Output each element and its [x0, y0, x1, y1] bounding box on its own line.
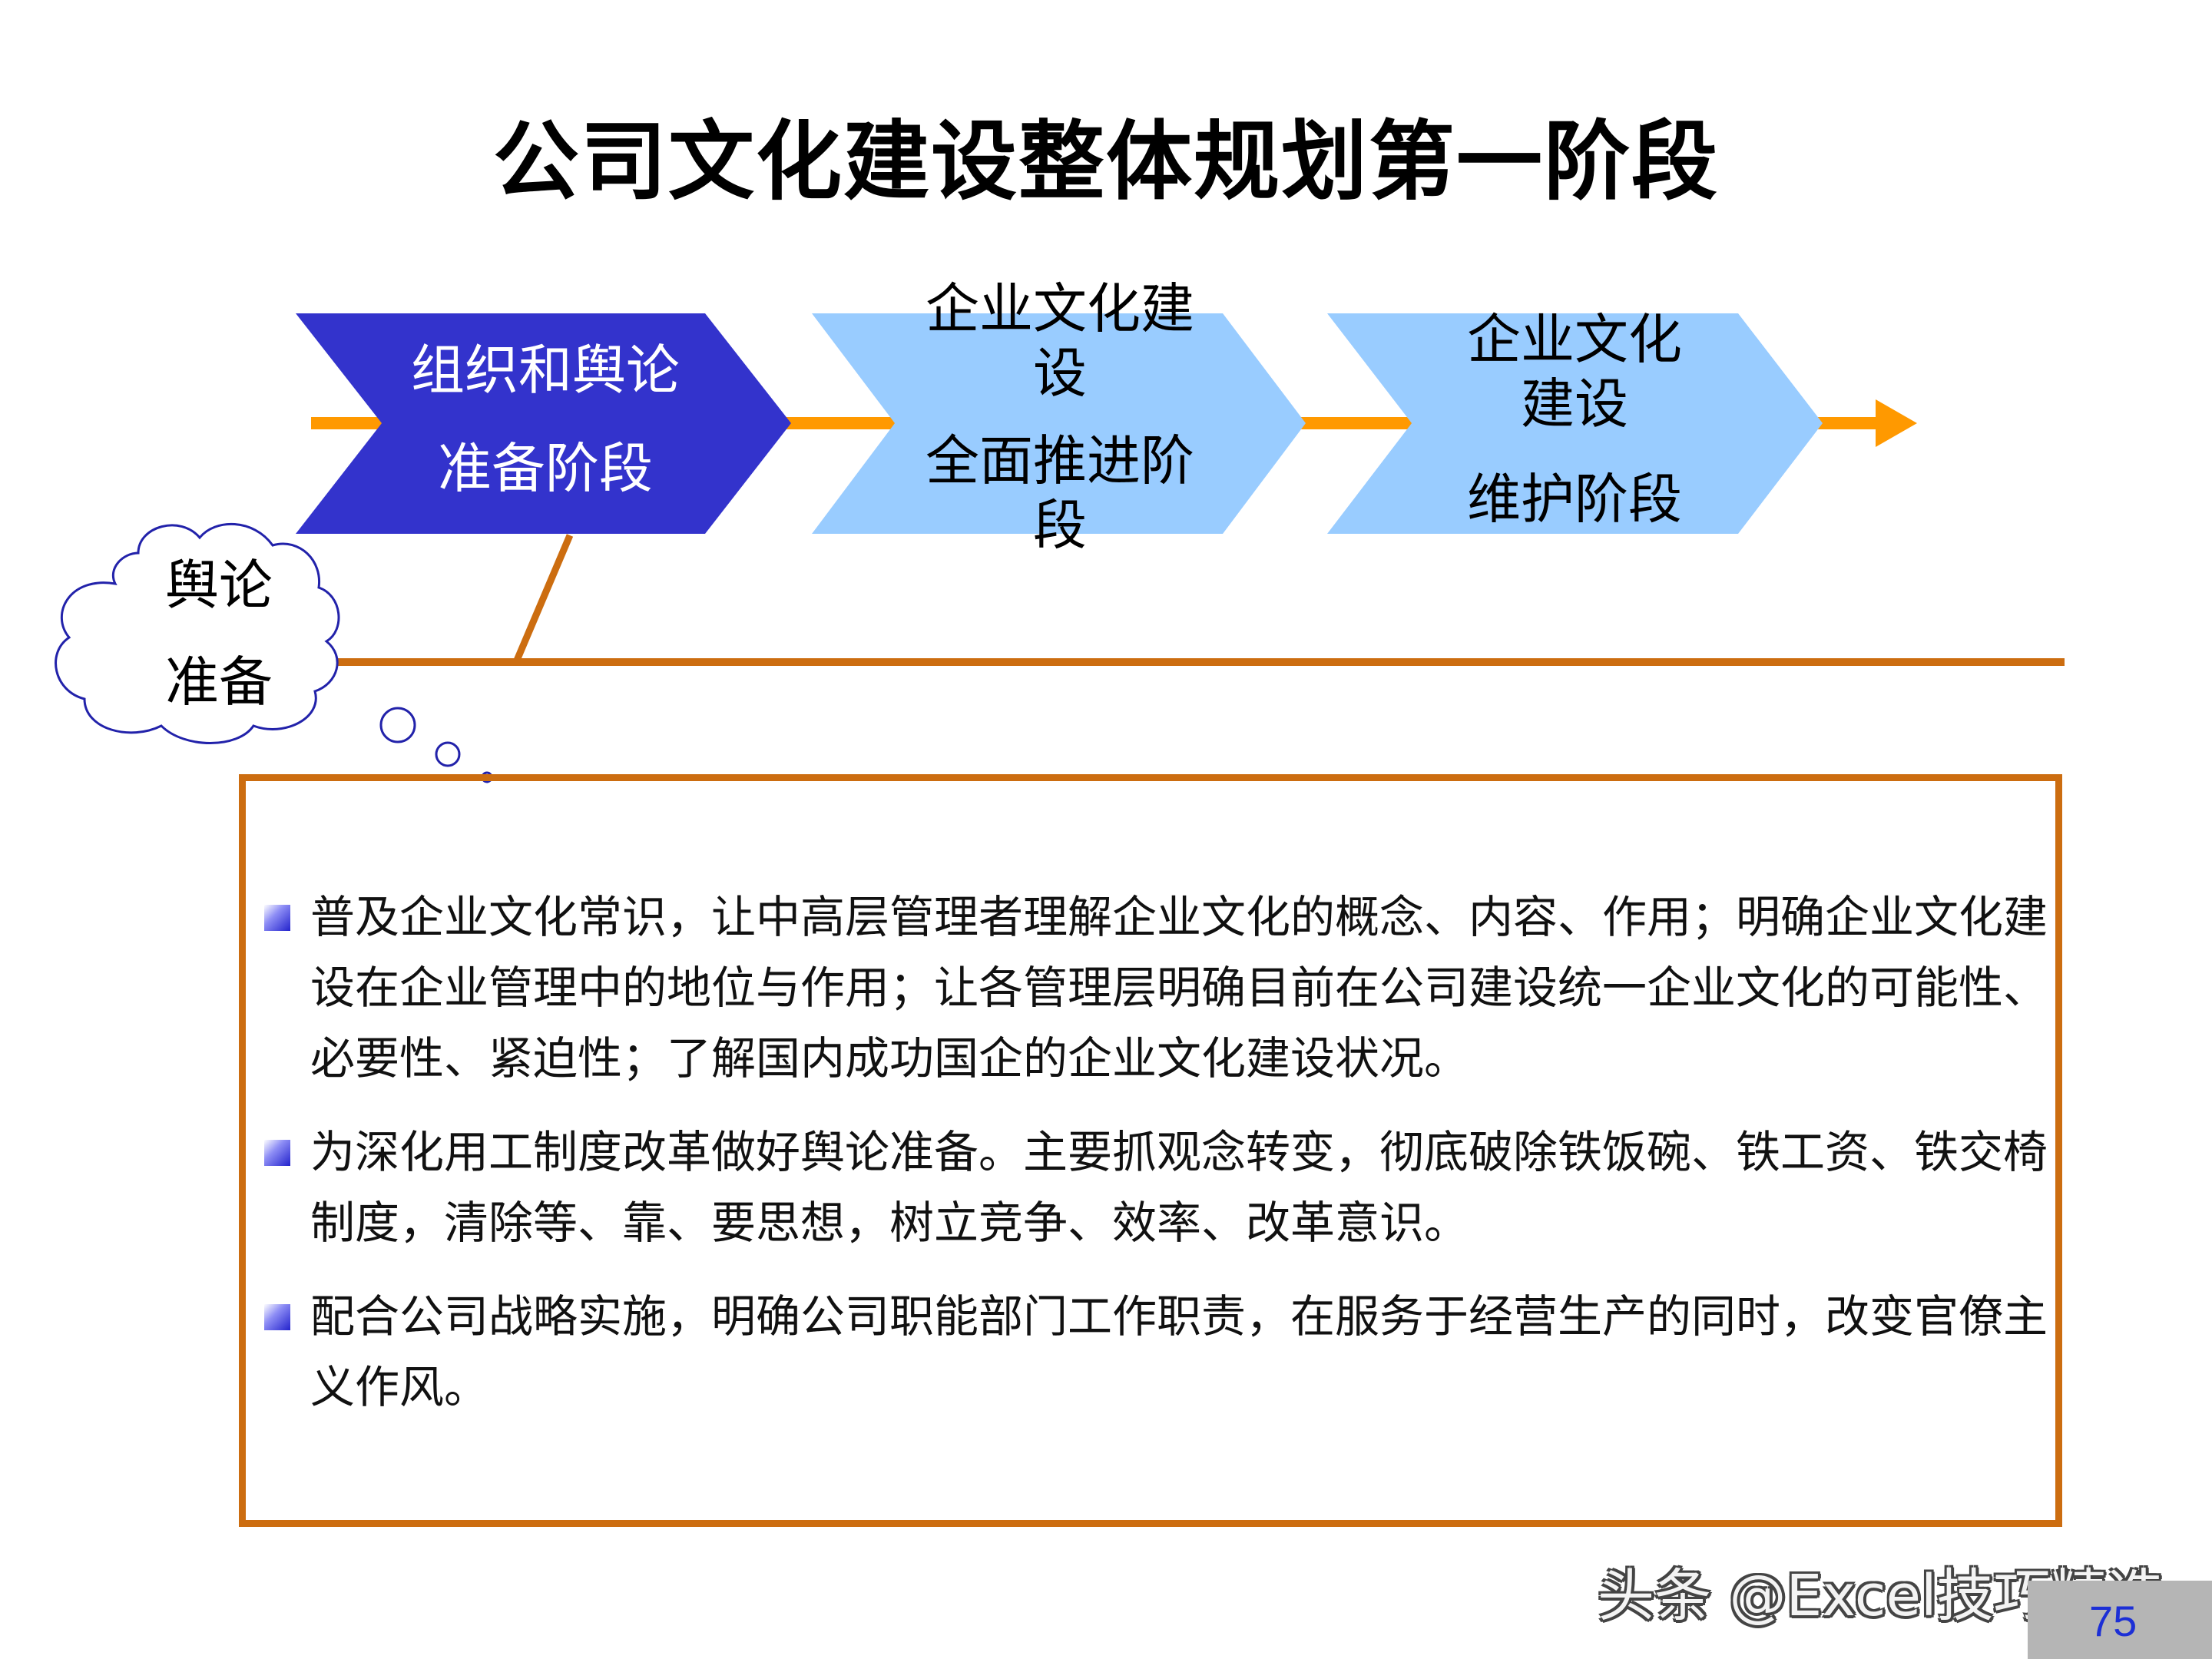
- stage-3-line-2: 建设: [1521, 373, 1628, 435]
- stage-2-line-1: 企业文化建: [926, 277, 1194, 340]
- stage-2-label: 企业文化建 设 全面推进阶 段: [891, 276, 1229, 558]
- square-bullet-icon: [264, 905, 290, 931]
- bullet-text-3: 配合公司战略实施，明确公司职能部门工作职责，在服务于经营生产的同时，改变官僚主义…: [310, 1290, 2048, 1413]
- bullet-item-1: 普及企业文化常识，让中高层管理者理解企业文化的概念、内容、作用；明确企业文化建设…: [261, 882, 2051, 1094]
- square-bullet-icon: [264, 1140, 290, 1166]
- bullet-text-2: 为深化用工制度改革做好舆论准备。主要抓观念转变，彻底破除铁饭碗、铁工资、铁交椅制…: [310, 1126, 2048, 1249]
- stage-3-chevron: [1327, 313, 1823, 534]
- stage-1-line-1: 组织和舆论: [411, 339, 680, 402]
- page-number: 75: [2089, 1597, 2137, 1645]
- stage-3-label: 企业文化 建设 维护阶段: [1413, 307, 1736, 531]
- stage-2-line-4: 段: [1033, 494, 1087, 557]
- flow-arrowhead: [1876, 399, 1917, 447]
- bullet-item-2: 为深化用工制度改革做好舆论准备。主要抓观念转变，彻底破除铁饭碗、铁工资、铁交椅制…: [261, 1117, 2051, 1258]
- cloud-line-2: 准备: [165, 651, 273, 714]
- cloud-line-1: 舆论: [165, 554, 273, 617]
- bullet-item-3: 配合公司战略实施，明确公司职能部门工作职责，在服务于经营生产的同时，改变官僚主义…: [261, 1281, 2051, 1422]
- stage-3-line-3: 维护阶段: [1467, 468, 1682, 531]
- bullet-text-1: 普及企业文化常识，让中高层管理者理解企业文化的概念、内容、作用；明确企业文化建设…: [310, 891, 2048, 1084]
- content-box: [239, 774, 2062, 1527]
- page-number-background: [2028, 1581, 2212, 1659]
- stage-1-label: 组织和舆论 准备阶段: [361, 338, 730, 501]
- bullet-list: 普及企业文化常识，让中高层管理者理解企业文化的概念、内容、作用；明确企业文化建设…: [261, 882, 2051, 1445]
- page-title: 公司文化建设整体规划第一阶段: [493, 112, 1719, 212]
- timeline-connector: [512, 534, 574, 664]
- stage-2-line-3: 全面推进阶: [926, 429, 1194, 492]
- stage-2-chevron: [812, 313, 1306, 534]
- stage-1-line-2: 准备阶段: [438, 437, 653, 500]
- square-bullet-icon: [264, 1304, 290, 1330]
- stage-2-line-2: 设: [1033, 342, 1087, 405]
- cloud-label: 舆论 准备: [138, 553, 300, 714]
- stage-1-chevron: [296, 313, 791, 534]
- stage-3-line-1: 企业文化: [1467, 308, 1682, 371]
